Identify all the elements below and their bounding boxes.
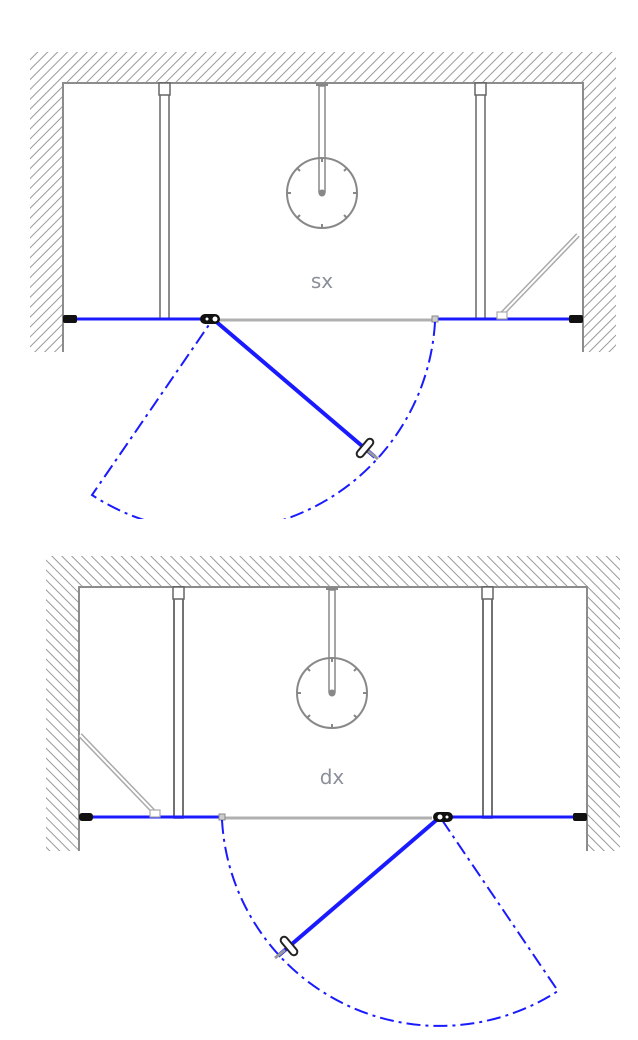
fixed-post-right [481, 586, 494, 819]
shower-head-icon [296, 587, 368, 729]
door-swing-arc [90, 318, 436, 519]
shower-head-icon [286, 83, 358, 229]
fixed-post-right [474, 82, 487, 320]
fixed-post-left [172, 586, 185, 819]
wall-bracket-right [573, 813, 587, 821]
open-door-glass [276, 815, 442, 958]
variant-label-dx: dx [320, 765, 345, 789]
pivot-hinge-icon [200, 314, 220, 324]
plan-dx: dx [46, 556, 620, 1027]
wall-bracket-right [569, 315, 583, 323]
plan-sx: sx [30, 52, 616, 519]
door-handle-icon [279, 935, 299, 957]
open-door-glass [211, 317, 377, 459]
door-stopper [78, 733, 161, 818]
fixed-post-left [158, 82, 171, 320]
door-stopper [496, 233, 580, 320]
door-handle-icon [355, 437, 375, 459]
door-swing-arc [221, 816, 560, 1027]
wall-bracket-left [79, 813, 93, 821]
wall-hatch [46, 556, 620, 851]
wall-bracket-left [63, 315, 77, 323]
variant-label-sx: sx [311, 269, 333, 293]
pivot-hinge-icon [433, 812, 453, 822]
